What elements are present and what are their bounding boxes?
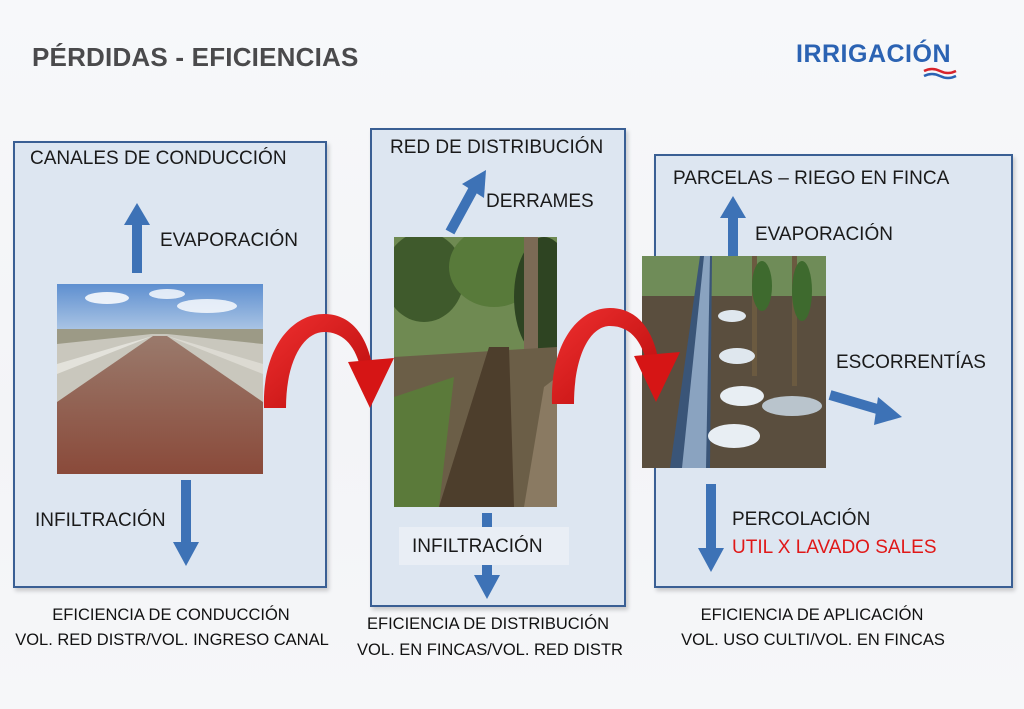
conduction-heading: CANALES DE CONDUCCIÓN (30, 148, 287, 169)
irrigacion-logo: IRRIGACIÓN (796, 40, 966, 80)
runoff-arrow-icon (828, 390, 902, 425)
logo-text: IRRIGACIÓN (796, 40, 951, 68)
parcels-salt-leaching-note: UTIL X LAVADO SALES (732, 537, 937, 558)
distribution-infiltration-arrow-icon (474, 513, 500, 599)
percolation-arrow-icon (698, 484, 724, 572)
flow-arrow-distribution-to-parcels-icon (551, 308, 680, 404)
parcels-heading: PARCELAS – RIEGO EN FINCA (673, 168, 950, 189)
parcels-efficiency-formula: VOL. USO CULTI/VOL. EN FINCAS (681, 631, 945, 649)
conduction-efficiency-title: EFICIENCIA DE CONDUCCIÓN (52, 606, 290, 624)
parcels-runoff-label: ESCORRENTÍAS (836, 352, 986, 373)
evaporation-arrow-icon (124, 203, 150, 273)
infiltration-arrow-icon (173, 480, 199, 566)
parcels-efficiency-title: EFICIENCIA DE APLICACIÓN (700, 606, 924, 624)
parcels-percolation-label: PERCOLACIÓN (732, 509, 871, 530)
distribution-infiltration-box (399, 527, 569, 565)
distribution-infiltration-label: INFILTRACIÓN (412, 536, 543, 557)
conduction-efficiency-formula: VOL. RED DISTR/VOL. INGRESO CANAL (15, 631, 329, 649)
parcels-evaporation-arrow-icon (720, 196, 746, 266)
wave-icon (923, 67, 957, 80)
distribution-efficiency-formula: VOL. EN FINCAS/VOL. RED DISTR (357, 641, 623, 659)
distribution-heading: RED DE DISTRIBUCIÓN (390, 137, 604, 158)
flow-arrow-conduction-to-distribution-icon (263, 314, 394, 408)
spillage-arrow-icon (445, 170, 486, 235)
canal-photo (57, 284, 263, 474)
conduction-infiltration-label: INFILTRACIÓN (35, 510, 166, 531)
parcels-evaporation-label: EVAPORACIÓN (755, 224, 893, 245)
ditch-photo (394, 237, 557, 507)
conduction-evaporation-label: EVAPORACIÓN (160, 230, 298, 251)
distribution-efficiency-title: EFICIENCIA DE DISTRIBUCIÓN (366, 615, 610, 633)
distribution-spillage-label: DERRAMES (486, 191, 594, 212)
page-title: PÉRDIDAS - EFICIENCIAS (32, 42, 359, 72)
